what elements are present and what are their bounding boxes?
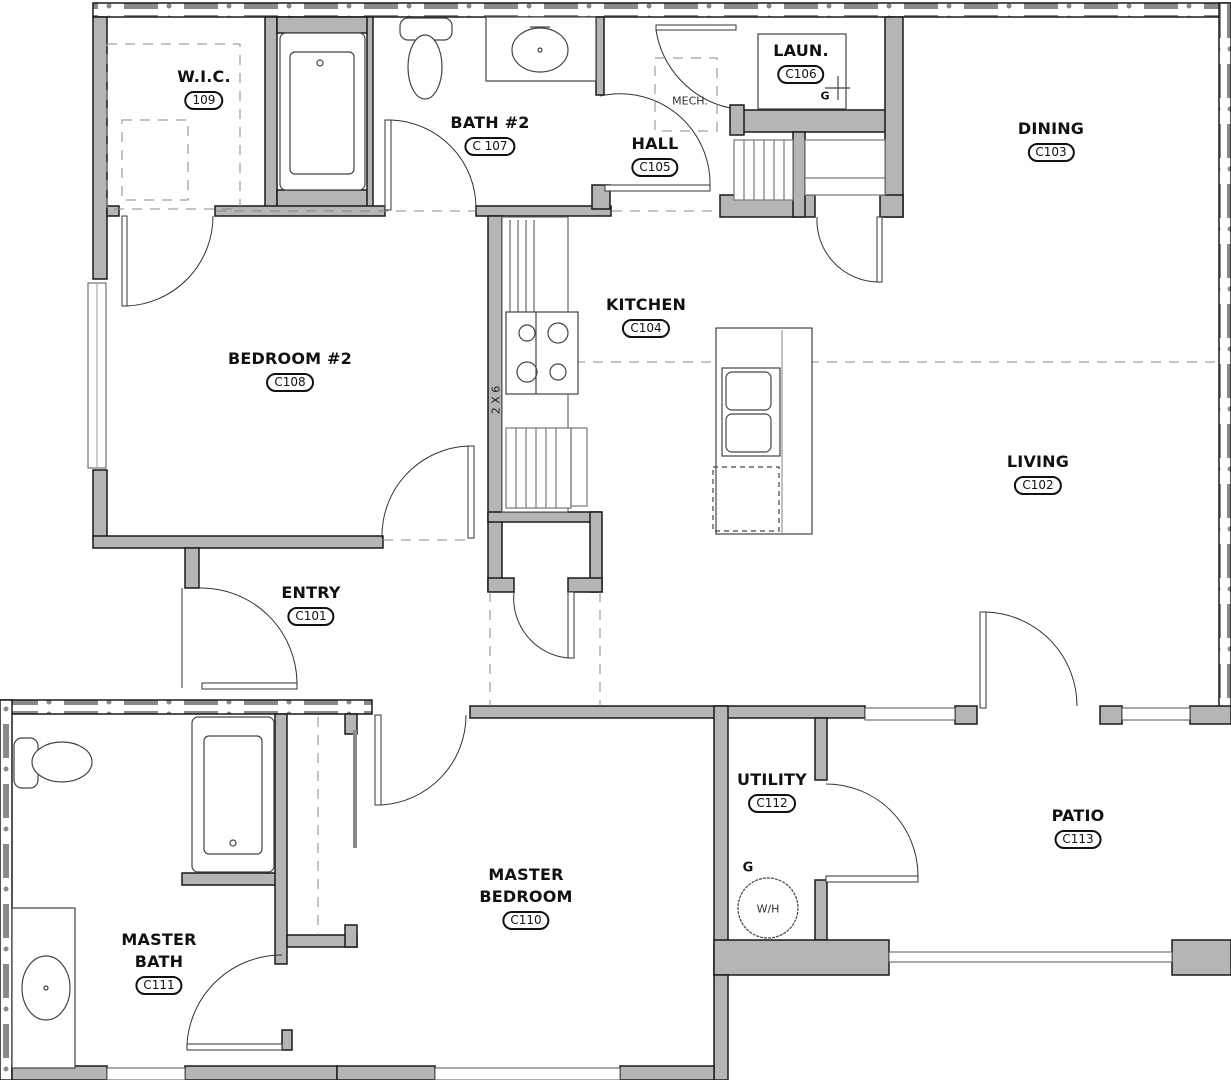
- sink-icon: [11, 907, 76, 1069]
- room-code-badge: C101: [287, 607, 335, 626]
- interior-walls: [11, 16, 1231, 1080]
- room-label-bedroom-2: BEDROOM #2 C108: [228, 348, 352, 392]
- room-code-badge: C113: [1054, 830, 1102, 849]
- room-code-badge: C112: [748, 794, 796, 813]
- room-code-badge: C 107: [464, 137, 516, 156]
- toilet-icon: [399, 17, 453, 100]
- room-code-badge: 109: [184, 91, 224, 110]
- room-code-badge: C111: [135, 976, 183, 995]
- room-label-wic: W.I.C. 109: [177, 66, 231, 110]
- water-heater-icon: [737, 877, 799, 939]
- room-code-badge: C108: [266, 373, 314, 392]
- room-label-living: LIVING C102: [1007, 451, 1069, 495]
- sink-icon: [485, 16, 597, 82]
- fixtures: [11, 16, 886, 1069]
- mech-label: MECH.: [672, 94, 708, 108]
- wall-note-2x6: 2 X 6: [489, 385, 503, 415]
- room-label-patio: PATIO C113: [1052, 805, 1105, 849]
- stove-icon: [505, 311, 579, 395]
- room-code-badge: C103: [1027, 143, 1075, 162]
- room-code-badge: C110: [502, 911, 550, 930]
- doors: [121, 24, 1078, 1051]
- room-label-utility: UTILITY C112: [737, 769, 807, 813]
- room-code-badge: C102: [1014, 476, 1062, 495]
- refrigerator-icon: [505, 427, 588, 509]
- room-code-badge: C104: [622, 319, 670, 338]
- room-label-kitchen: KITCHEN C104: [606, 294, 686, 338]
- bathtub-icon: [191, 716, 275, 873]
- room-label-laundry: LAUN. C106: [773, 40, 829, 84]
- room-label-hall: HALL C105: [631, 133, 679, 177]
- room-label-master-bedroom: MASTER BEDROOM C110: [479, 864, 572, 930]
- room-code-badge: C106: [777, 65, 825, 84]
- windows: [106, 707, 1191, 1080]
- room-label-dining: DINING C103: [1018, 118, 1084, 162]
- room-label-bath-2: BATH #2 C 107: [450, 112, 529, 156]
- gas-label-laundry: G: [820, 89, 830, 103]
- gas-label: G: [742, 860, 754, 876]
- dashed-lines: [106, 43, 1219, 935]
- bathtub-icon: [279, 32, 366, 191]
- room-label-master-bath: MASTER BATH C111: [121, 929, 196, 995]
- water-heater-label: W/H: [756, 902, 780, 916]
- kitchen-island: [712, 327, 813, 535]
- toilet-icon: [13, 737, 93, 789]
- room-label-entry: ENTRY C101: [281, 582, 340, 626]
- room-code-badge: C105: [631, 158, 679, 177]
- shelf-icon: [733, 139, 886, 201]
